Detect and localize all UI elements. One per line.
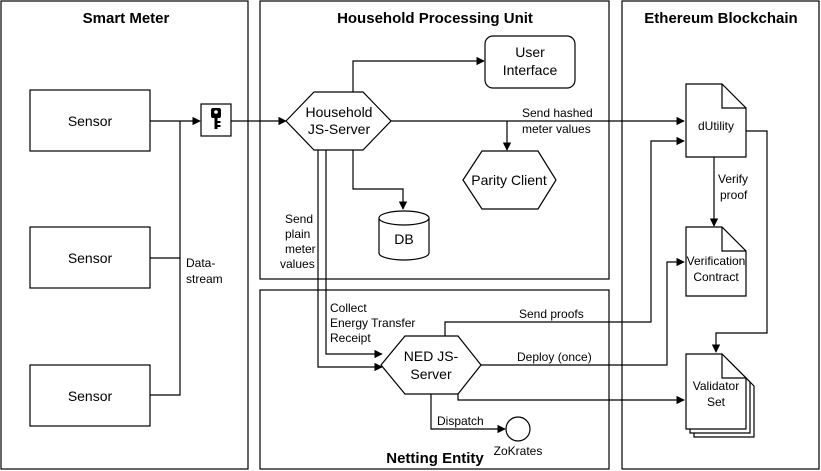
sensor-3-label: Sensor [68,388,113,404]
verification-line-1: Verification [687,254,746,268]
edge-label-send-hashed: Send hashed meter values [522,106,593,136]
verify-proof-line-1: Verify [718,172,748,186]
user-interface-line-1: User [515,44,545,60]
edge-household-to-ned-plain [317,150,383,372]
send-plain-line-1: Send [285,212,313,226]
validator-line-2: Set [707,395,726,409]
sensor-1: Sensor [29,89,151,152]
validator-line-1: Validator [693,379,739,393]
edge-ned-to-validator [457,394,685,405]
dutility: dUtility [685,83,747,158]
sensor-2-label: Sensor [68,250,113,266]
collect-line-3: Receipt [330,331,371,345]
edge-household-to-db [352,150,408,210]
edge-ned-send-proofs [444,136,685,336]
collect-line-2: Energy Transfer [330,316,415,330]
edge-ned-dispatch [430,394,506,434]
household-server-line-1: Household [306,104,373,120]
panel-title-smart-meter: Smart Meter [83,10,170,27]
send-plain-line-2: plain [285,227,310,241]
validator-set: Validator Set [685,353,755,438]
verification-line-2: Contract [693,270,739,284]
dispatch-label: Dispatch [437,414,484,428]
edge-dutility-to-validator [711,130,768,353]
verify-proof-line-2: proof [720,188,748,202]
sensor-3: Sensor [29,364,151,427]
edge-ned-deploy [481,257,685,366]
edge-label-data-stream: Data- stream [186,256,223,286]
edge-label-collect-receipt: Collect Energy Transfer Receipt [330,301,415,345]
edge-household-to-ned-receipt [325,150,383,359]
verification-contract: Verification Contract [685,226,747,297]
send-plain-line-3: meter [285,242,316,256]
panel-title-household-unit: Household Processing Unit [337,10,533,27]
household-server-line-2: JS-Server [308,121,371,137]
panel-title-netting-entity: Netting Entity [386,450,484,467]
zokrates: ZoKrates [494,416,543,458]
zokrates-label: ZoKrates [494,444,543,458]
collect-line-1: Collect [330,301,367,315]
sensor-1-label: Sensor [68,113,113,129]
edge-label-send-plain: Send plain meter values [280,212,316,271]
send-hashed-line-1: Send hashed [522,106,593,120]
parity-client-label: Parity Client [471,172,547,188]
deploy-once-label: Deploy (once) [517,350,592,364]
send-hashed-line-2: meter values [522,122,591,136]
key-icon [211,108,221,129]
sensor-connectors [150,116,201,396]
db-label: DB [394,231,413,247]
ned-js-server: NED JS- Server [380,335,482,395]
edge-label-verify-proof: Verify proof [718,172,748,202]
send-proofs-label: Send proofs [519,307,584,321]
sensor-2: Sensor [29,226,151,289]
db: DB [378,210,430,261]
user-interface: User Interface [484,35,576,89]
dutility-label: dUtility [698,119,734,133]
send-plain-line-4: values [280,257,315,271]
data-stream-line-2: stream [186,272,223,286]
key-box [200,103,232,137]
ned-server-line-1: NED JS- [404,348,459,364]
edge-household-to-ui [352,56,485,92]
user-interface-line-2: Interface [503,62,558,78]
parity-client: Parity Client [462,150,557,210]
data-stream-line-1: Data- [186,256,215,270]
panel-title-ethereum: Ethereum Blockchain [644,10,797,27]
ned-server-line-2: Server [410,366,452,382]
